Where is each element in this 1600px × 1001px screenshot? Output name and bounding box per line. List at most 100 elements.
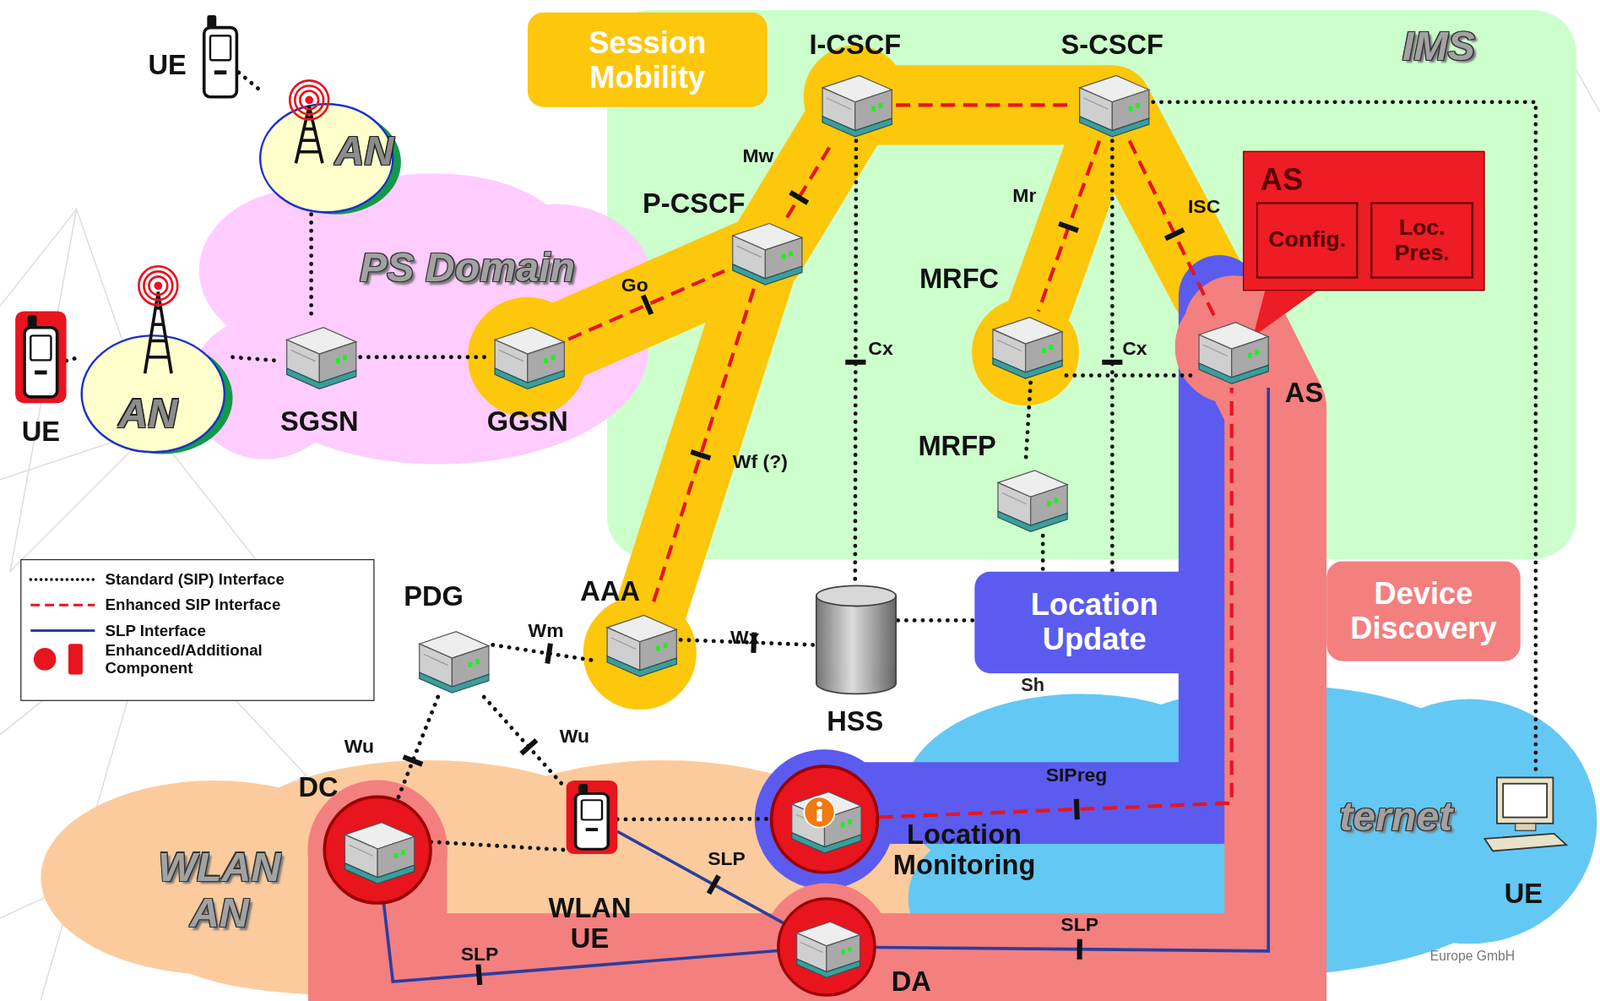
interface-label: SLP (461, 942, 499, 966)
node-label: GGSN (487, 406, 569, 438)
enhanced-server: DC (321, 793, 434, 906)
interface-tick (403, 756, 423, 765)
terminal-node: UE (1484, 775, 1567, 857)
swatch-dot (33, 647, 57, 671)
node-label: UE (1504, 878, 1543, 910)
callout-pointer (1252, 289, 1318, 337)
legend-text: Enhanced SIP Interface (104, 596, 281, 615)
interface-label: Mw (742, 145, 774, 169)
interface-label: Mr (1012, 184, 1036, 208)
node-label: AAA (580, 575, 640, 608)
node-label: DC (298, 771, 339, 803)
terminal-node: UE (201, 15, 239, 99)
server-icon (1071, 69, 1154, 142)
node-label: SGSN (280, 406, 358, 438)
interface-tick (708, 875, 719, 894)
enhanced-sip-interface (1038, 141, 1100, 312)
server-node: MRFP (989, 464, 1072, 537)
server-icon (984, 310, 1067, 383)
enhanced-phone-icon (566, 780, 618, 854)
enhanced-sip-interface (568, 271, 725, 340)
sip-interface (1025, 382, 1031, 465)
interface-label: Wf (?) (732, 450, 788, 474)
server-node: SGSN (278, 321, 361, 394)
interface-tick (1077, 938, 1083, 960)
server-node: GGSN (486, 321, 569, 394)
server-node: PDG (411, 624, 494, 697)
sip-interface (1110, 141, 1115, 572)
legend-line-sample (27, 573, 98, 586)
node-label: MRFC (919, 263, 999, 295)
enhanced-server: DA (775, 895, 878, 998)
enhanced-server: Location Monitoring (768, 763, 881, 876)
sip-interface (898, 618, 976, 623)
server-icon (486, 321, 569, 394)
domain-region: PS DomainSGSNGGSN (199, 183, 654, 474)
sip-interface (617, 816, 771, 821)
node-label: PDG (403, 580, 464, 613)
enhanced-sip-interface (895, 103, 1072, 107)
device-discovery-band (308, 290, 1327, 1001)
interface-tick (845, 359, 866, 365)
server-node: I-CSCF (813, 69, 896, 142)
sip-interface (430, 841, 566, 851)
node-label: I-CSCF (808, 29, 901, 61)
node-label: Loc. Pres. (1394, 215, 1450, 266)
legend-swatch (27, 643, 98, 674)
interface-label: SLP (1060, 912, 1099, 936)
function-box: Config. (1256, 201, 1359, 279)
interface-label: Wu (559, 725, 590, 749)
phone-icon (201, 15, 239, 99)
location-update-band (754, 295, 1220, 889)
interface-tick (547, 643, 551, 664)
enhanced-sip-interface (786, 141, 834, 218)
sip-interface (238, 72, 259, 89)
interface-tick (1073, 798, 1080, 819)
node-label: Session Mobility (588, 25, 706, 94)
legend-text: SLP Interface (104, 621, 206, 640)
legend-row: Standard (SIP) Interface (27, 568, 285, 592)
interface-tick (520, 739, 537, 754)
sip-interface (1153, 102, 1536, 776)
slp-interface (617, 830, 784, 923)
legend-row: Enhanced/Additional Component (27, 647, 263, 671)
interface-label: ISC (1187, 195, 1221, 219)
enhanced-sip-interface (1129, 141, 1215, 317)
node-label: WLAN AN (157, 843, 281, 935)
enhanced-sip-interface (878, 387, 1232, 817)
slp-interface (875, 387, 1269, 951)
interface-label: Cx (1122, 337, 1147, 361)
sip-interface (1066, 373, 1191, 378)
node-label: ternet (1339, 792, 1453, 839)
legend-text: Standard (SIP) Interface (104, 569, 284, 589)
enhanced-sip-interface (650, 288, 754, 609)
legend-row: Enhanced SIP Interface (27, 593, 282, 617)
node-label: Config. (1268, 227, 1346, 254)
server-node: P-CSCF (724, 216, 807, 289)
node-label: S-CSCF (1061, 29, 1164, 61)
database-node: HSS (813, 583, 898, 696)
server-icon (278, 321, 361, 394)
terminal-node: WLAN UE (566, 780, 618, 854)
node-label: Location Update (1030, 587, 1159, 657)
server-icon (598, 608, 681, 681)
node-label: UE (21, 416, 60, 448)
interface-name: Sh (1020, 674, 1045, 696)
legend-text: Enhanced/Additional Component (104, 640, 262, 678)
node-label: AS (1285, 377, 1324, 409)
node-label: P-CSCF (642, 188, 745, 220)
interface-tick (1165, 229, 1184, 239)
node-label: Location Monitoring (893, 818, 1036, 881)
node-label: MRFP (917, 430, 996, 462)
sip-interface (1041, 535, 1046, 571)
session-mobility-band (468, 45, 1220, 709)
interface-label: SLP (707, 847, 746, 871)
node-label: AN (335, 128, 395, 174)
legend-row: SLP Interface (27, 618, 207, 642)
sip-interface (233, 357, 279, 361)
legend-line-sample (27, 623, 98, 636)
interface-label: Wx (730, 626, 760, 650)
interface-label: SIPreg (1046, 764, 1108, 787)
server-icon (989, 464, 1072, 537)
